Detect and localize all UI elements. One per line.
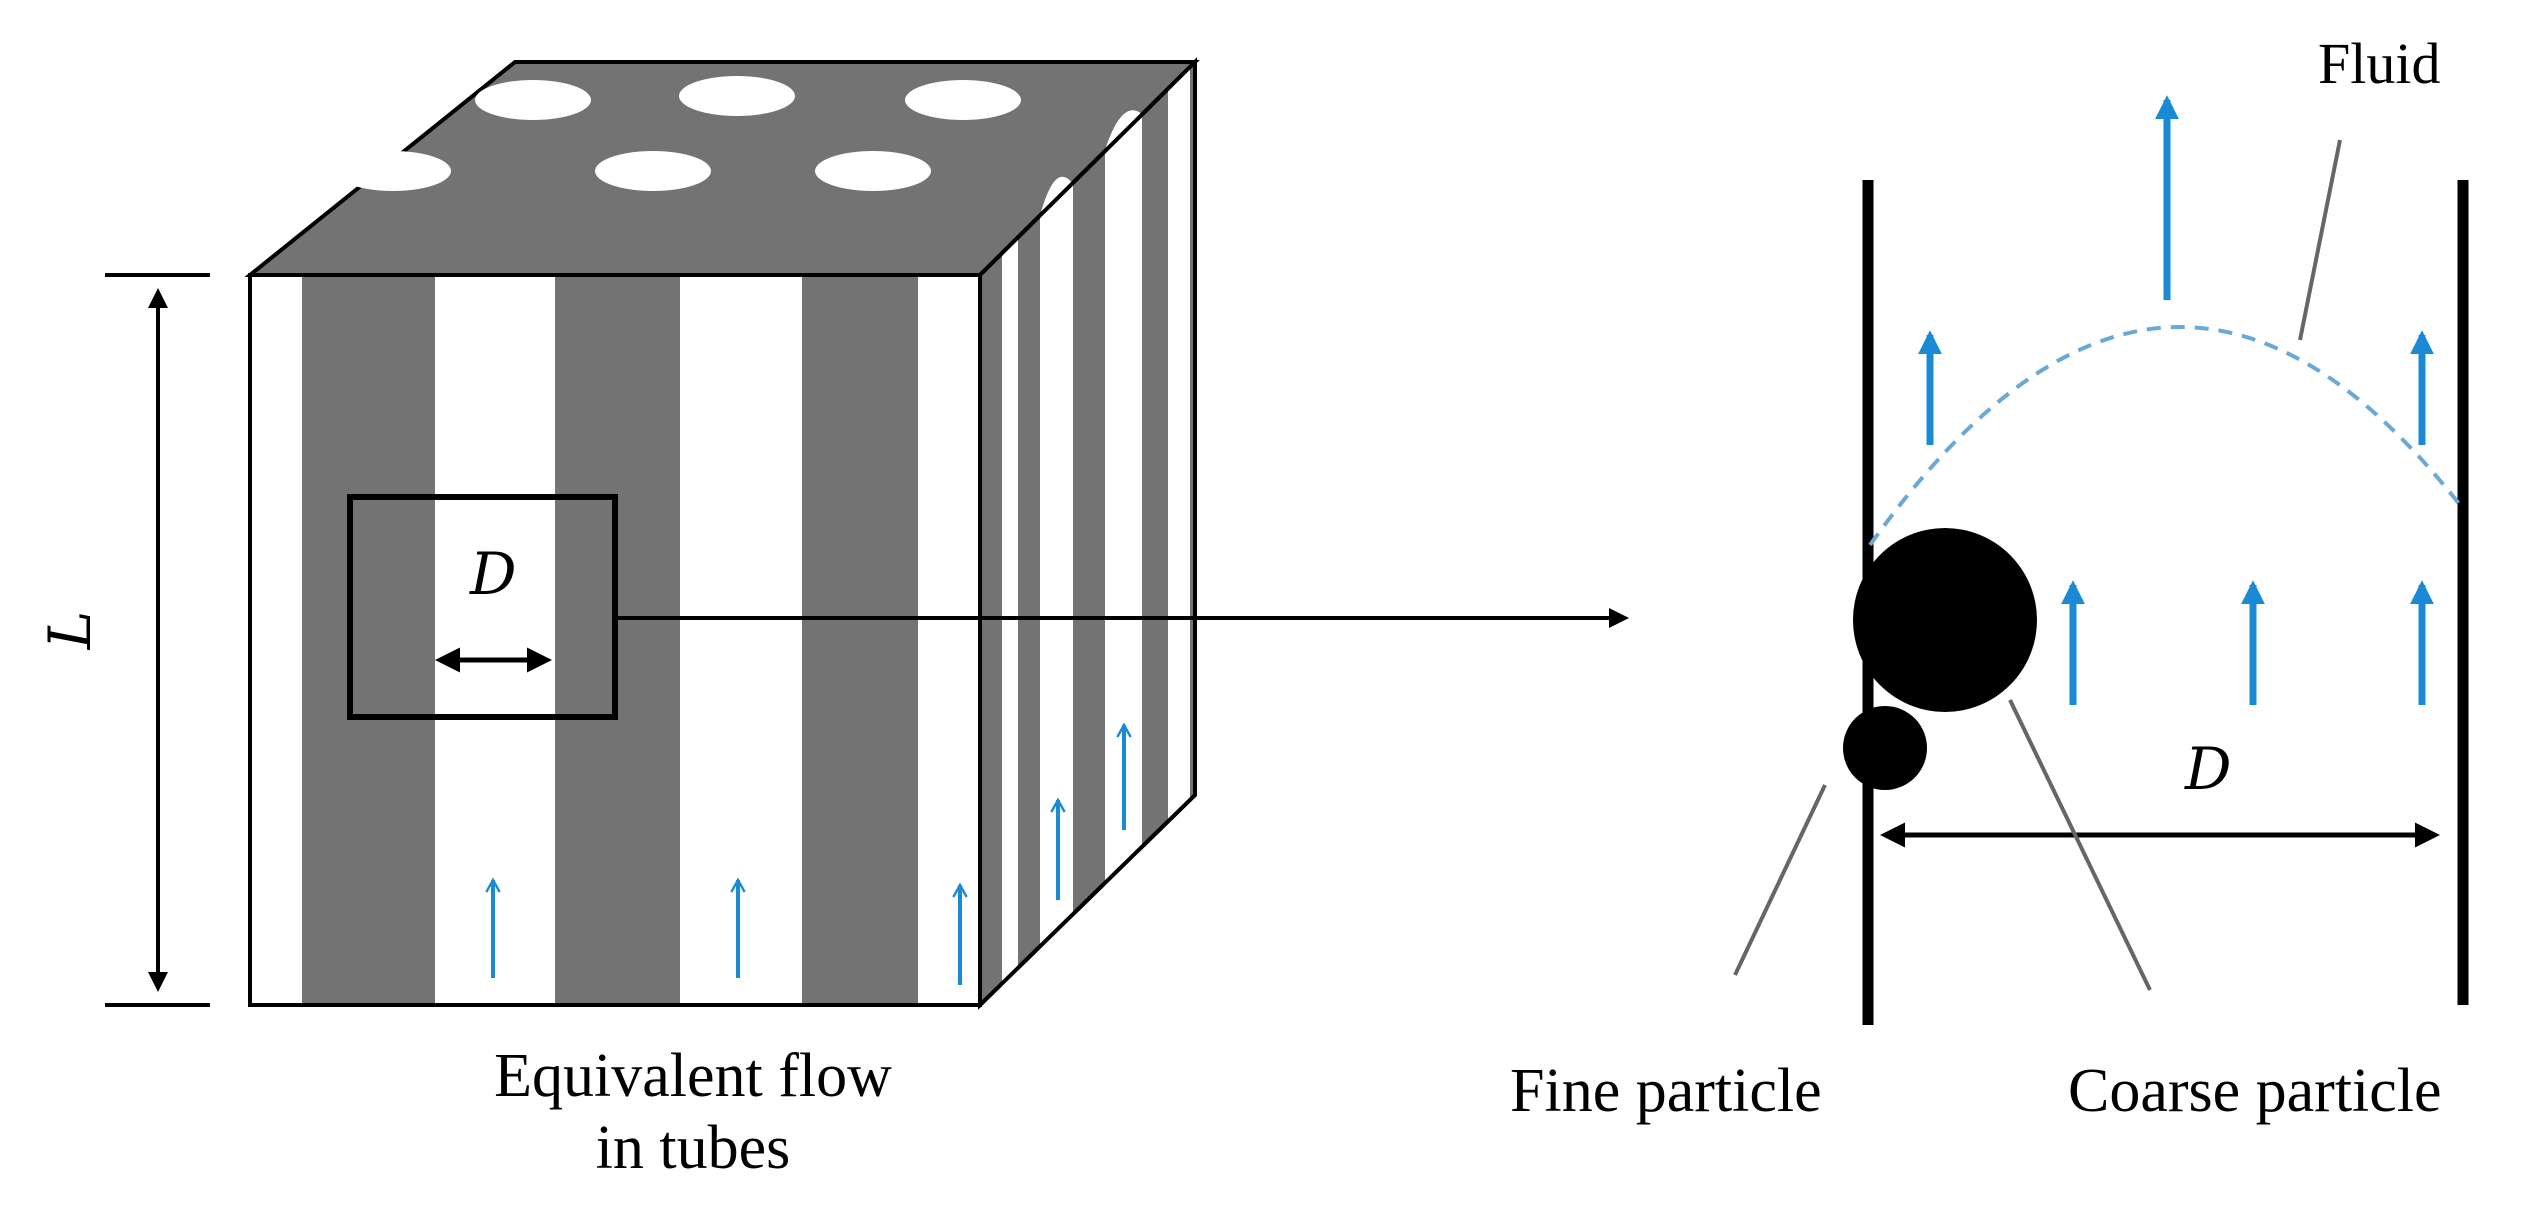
cube-height-dimension [105,273,210,1007]
fine-particle-label: Fine particle [1510,1057,1822,1125]
flow-arrows-cube [485,722,1132,985]
fluid-label: Fluid [2318,31,2441,96]
velocity-profile [1868,325,2462,547]
zoom-window [347,494,618,720]
cube-front-face [248,248,982,1007]
fine-particle [1843,706,1927,790]
tube-openings [335,76,1021,191]
leader-coarse [2008,699,2152,991]
equivalent-flow-caption: Equivalent flow in tubes [494,1042,892,1182]
coarse-particle-label: Coarse particle [2068,1057,2442,1125]
tube-closeup [1733,95,2469,1025]
tube-stripes-side [1002,66,1190,1004]
tube-diameter-label-zoom: D [2185,735,2232,803]
tube-diameter-label-cube: D [470,540,517,608]
cube-right-face [978,57,1197,1010]
leader-fine [1733,784,1827,976]
leader-fluid [2298,139,2342,341]
flow-arrows-tube [1918,95,2434,705]
tube-stripes-front [252,277,978,1003]
coarse-particle [1853,528,2037,712]
cube-height-label: L [36,610,104,650]
leader-lines [1733,139,2342,991]
